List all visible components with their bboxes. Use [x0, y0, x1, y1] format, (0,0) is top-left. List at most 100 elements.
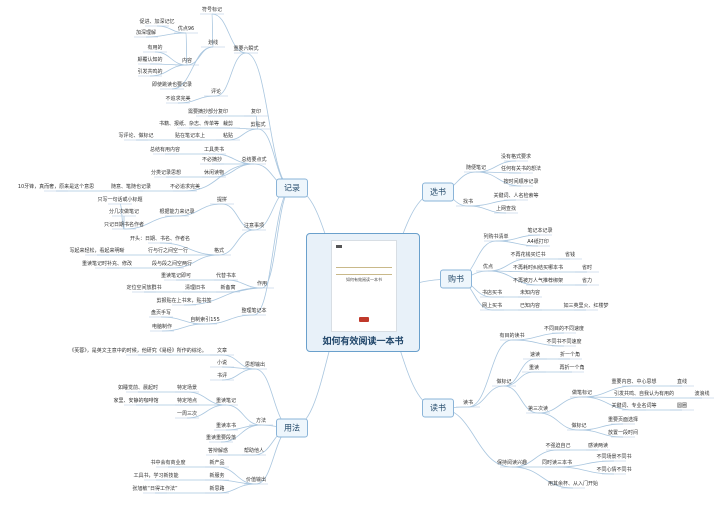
topic-node[interactable]: 引发共鸣、自我认为有用的 — [613, 391, 675, 397]
topic-node[interactable]: 只记日期书名作者 — [103, 222, 145, 228]
topic-node[interactable]: 任何有关书的想法 — [500, 166, 542, 172]
topic-node[interactable]: 张旭敏“日得工作法” — [132, 486, 178, 492]
topic-node[interactable]: 优点 — [482, 264, 494, 270]
branch-goushu[interactable]: 购书 — [440, 269, 472, 289]
topic-node[interactable]: 不同心情不同书 — [596, 467, 632, 473]
topic-node[interactable]: 休闲读物 — [203, 170, 225, 176]
topic-node[interactable]: 重读笔记 — [215, 398, 237, 404]
topic-node[interactable]: 书店买书 — [481, 290, 503, 296]
topic-node[interactable]: 引发共鸣的 — [137, 69, 163, 75]
topic-node[interactable]: 读书 — [462, 400, 474, 406]
topic-node[interactable]: 用其余杯、从入门开始 — [547, 481, 599, 487]
topic-node[interactable]: 不再花钱买烂书 — [510, 252, 546, 258]
topic-node[interactable]: 重读 — [528, 365, 540, 371]
topic-node[interactable]: 作用 — [256, 281, 268, 287]
topic-node[interactable]: 关键词、人名检索等 — [493, 193, 539, 199]
topic-node[interactable]: 总结有用内容 — [149, 147, 181, 153]
topic-node[interactable]: 开头：日期、书名、作者名 — [129, 236, 191, 242]
topic-node[interactable]: 家里、安静的咖啡馆 — [113, 398, 159, 404]
topic-node[interactable]: 价值输出 — [245, 477, 267, 483]
topic-node[interactable]: 列购书清单 — [483, 234, 509, 240]
topic-node[interactable]: 感读两读 — [587, 443, 609, 449]
topic-node[interactable]: 需要摘抄部分复印 — [187, 109, 229, 115]
topic-node[interactable]: 放置一段时间 — [607, 430, 639, 436]
topic-node[interactable]: 省钱 — [564, 252, 576, 258]
topic-node[interactable]: 注意事项 — [243, 223, 265, 229]
topic-node[interactable]: 一周三次 — [176, 411, 198, 417]
topic-node[interactable]: 10牙锋，真而奢，原来是这个意思 — [17, 184, 95, 190]
topic-node[interactable]: 帮助他人 — [243, 448, 265, 454]
topic-node[interactable]: 特定场景 — [176, 385, 198, 391]
topic-node[interactable]: 重读本书 — [215, 423, 237, 429]
topic-node[interactable]: 促进、加深记忆 — [139, 19, 175, 25]
topic-node[interactable]: 自制索引155 — [190, 317, 220, 323]
topic-node[interactable]: 不必摘抄 — [201, 157, 223, 163]
topic-node[interactable]: 思想输出 — [244, 362, 266, 368]
topic-node[interactable]: 裁剪 — [222, 121, 234, 127]
topic-node[interactable]: 剪贴式 — [250, 122, 266, 128]
topic-node[interactable]: 清理旧书 — [184, 285, 206, 291]
topic-node[interactable]: 有用的 — [147, 45, 163, 51]
topic-node[interactable]: 已知内容 — [519, 303, 541, 309]
topic-node[interactable]: 书评 — [216, 373, 228, 379]
topic-node[interactable]: 代替书本 — [215, 273, 237, 279]
topic-node[interactable]: 根据能力来记录 — [159, 209, 195, 215]
topic-node[interactable]: 写评论、做标记 — [118, 133, 154, 139]
topic-node[interactable]: 随便笔记 — [465, 165, 487, 171]
topic-node[interactable]: 做标记 — [496, 379, 512, 385]
topic-node[interactable]: 不同场景不同书 — [596, 454, 632, 460]
topic-node[interactable]: 书籍、报纸、杂志、传单等 — [158, 121, 220, 127]
topic-node[interactable]: 电脑制作 — [151, 324, 173, 330]
topic-node[interactable]: 复印 — [250, 109, 262, 115]
topic-node[interactable]: 写起来轻松，看起来明晰 — [69, 248, 125, 254]
topic-node[interactable]: 圆圈 — [676, 403, 688, 409]
topic-node[interactable]: 保持阅读兴趣 — [496, 460, 528, 466]
topic-node[interactable]: 上网查找 — [495, 206, 517, 212]
topic-node[interactable]: 方法 — [255, 418, 267, 424]
topic-node[interactable]: 段与段之间空两行 — [151, 261, 193, 267]
topic-node[interactable]: 定位空间放群书 — [126, 285, 162, 291]
topic-node[interactable]: 只写一句话或小标题 — [97, 197, 143, 203]
topic-node[interactable]: 总结要点式 — [241, 157, 267, 163]
topic-node[interactable]: 盘页手写 — [150, 310, 172, 316]
branch-jilu[interactable]: 记录 — [276, 178, 308, 198]
topic-node[interactable]: 再折一个角 — [559, 365, 585, 371]
topic-node[interactable]: 省时 — [581, 265, 593, 271]
topic-node[interactable]: 不同书不同速度 — [546, 339, 582, 345]
topic-node[interactable]: 新产品 — [209, 460, 225, 466]
topic-node[interactable]: 重要页面选择 — [607, 417, 639, 423]
topic-node[interactable]: 不再被万人气推荐绑架 — [512, 278, 564, 284]
topic-node[interactable]: 有目的读书 — [499, 333, 525, 339]
topic-node[interactable]: 不再耗时纠结买哪本书 — [512, 265, 564, 271]
topic-node[interactable]: 整理笔记本 — [241, 308, 267, 314]
topic-node[interactable]: 速读 — [529, 352, 541, 358]
topic-node[interactable]: 评论 — [210, 89, 222, 95]
topic-node[interactable]: 如睡觉前、晨起时 — [117, 385, 159, 391]
topic-node[interactable]: 划线 — [207, 40, 219, 46]
topic-node[interactable]: 笔记本记录 — [527, 228, 553, 234]
topic-node[interactable]: 加深理解 — [135, 30, 157, 36]
topic-node[interactable]: 省力 — [581, 278, 593, 284]
topic-node[interactable]: 提拼 — [216, 197, 228, 203]
topic-node[interactable]: 做标记 — [571, 423, 587, 429]
topic-node[interactable]: 粘贴 — [222, 133, 234, 139]
topic-node[interactable]: 网上买书 — [481, 303, 503, 309]
topic-node[interactable]: 行与行之间空一行 — [147, 248, 189, 254]
topic-node[interactable]: 小说 — [216, 360, 228, 366]
topic-node[interactable]: 文章 — [216, 348, 228, 354]
topic-node[interactable]: 即使跳读也要记录 — [151, 82, 193, 88]
topic-node[interactable]: 新备寓 — [220, 285, 236, 291]
topic-node[interactable]: 分类记录思想 — [150, 170, 182, 176]
topic-node[interactable]: 分几次做笔记 — [108, 209, 140, 215]
root-node[interactable]: 如何有效阅读一本书 如何有效阅读一本书 — [306, 233, 420, 352]
topic-node[interactable]: 折一个角 — [559, 352, 581, 358]
topic-node[interactable]: 如三英里火、红楼梦 — [563, 303, 609, 309]
topic-node[interactable]: 格式 — [213, 248, 225, 254]
topic-node[interactable]: A4纸打印 — [527, 239, 549, 245]
topic-node[interactable]: 内容 — [181, 58, 193, 64]
topic-node[interactable]: 符号标记 — [201, 7, 223, 13]
topic-node[interactable]: 新服务 — [209, 473, 225, 479]
topic-node[interactable]: 不必追求完美 — [169, 184, 201, 190]
topic-node[interactable]: 找书 — [462, 199, 474, 205]
topic-node[interactable]: 工具类书 — [203, 147, 225, 153]
